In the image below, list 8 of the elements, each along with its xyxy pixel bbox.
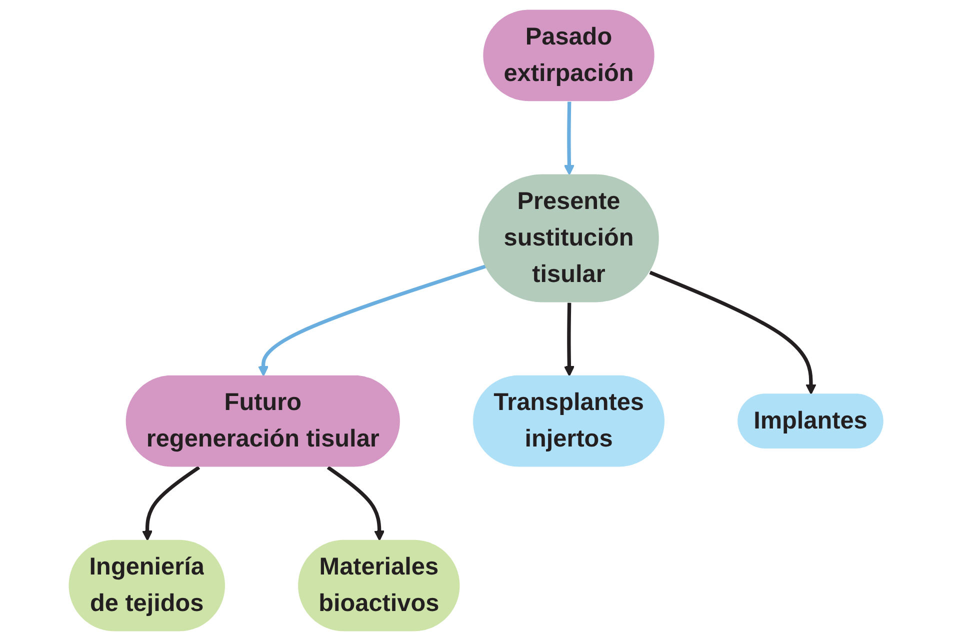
node-box: Implantes (738, 394, 884, 448)
arrow (650, 270, 817, 395)
arrow (258, 264, 487, 376)
node-box: Futuro regeneración tisular (126, 375, 400, 467)
arrow (327, 466, 386, 541)
arrow (564, 302, 576, 376)
arrow (564, 102, 576, 176)
arrow (142, 466, 201, 541)
